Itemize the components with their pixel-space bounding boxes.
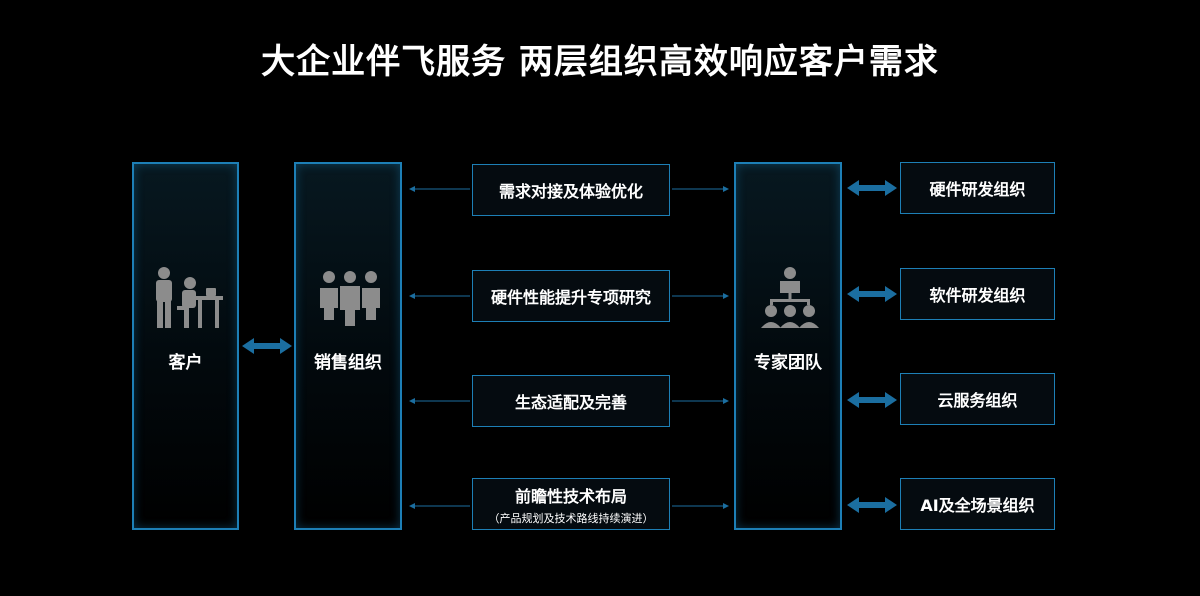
middle-box-demand: 需求对接及体验优化 bbox=[472, 164, 670, 216]
customer-label: 客户 bbox=[168, 353, 203, 373]
middle-box-label: 前瞻性技术布局 bbox=[514, 486, 627, 506]
middle-box-ecosystem: 生态适配及完善 bbox=[472, 375, 670, 427]
middle-box-label: 硬件性能提升专项研究 bbox=[490, 288, 651, 307]
org-box-hardware: 硬件研发组织 bbox=[900, 162, 1055, 214]
middle-box-forward-tech: 前瞻性技术布局 （产品规划及技术路线持续演进） bbox=[472, 478, 670, 530]
experts-label: 专家团队 bbox=[754, 353, 822, 373]
middle-box-hardware-research: 硬件性能提升专项研究 bbox=[472, 270, 670, 322]
team-icon bbox=[320, 271, 380, 326]
org-box-label: 软件研发组织 bbox=[929, 286, 1026, 305]
middle-box-label: 生态适配及完善 bbox=[514, 393, 627, 412]
middle-box-label: 需求对接及体验优化 bbox=[498, 182, 643, 201]
org-box-label: 云服务组织 bbox=[937, 391, 1018, 410]
org-box-label: 硬件研发组织 bbox=[929, 180, 1026, 199]
double-arrow-org-2 bbox=[847, 286, 897, 302]
expert-team-icon bbox=[761, 267, 819, 328]
sales-panel: 销售组织 bbox=[294, 162, 402, 530]
double-arrow-org-1 bbox=[847, 180, 897, 196]
org-box-cloud: 云服务组织 bbox=[900, 373, 1055, 425]
experts-panel: 专家团队 bbox=[734, 162, 842, 530]
double-arrow-customer-sales bbox=[242, 338, 292, 354]
customer-panel: 客户 bbox=[132, 162, 239, 530]
sales-label: 销售组织 bbox=[314, 353, 382, 373]
middle-box-sublabel: （产品规划及技术路线持续演进） bbox=[488, 511, 654, 525]
page-title: 大企业伴飞服务 两层组织高效响应客户需求 bbox=[261, 42, 939, 82]
org-box-label: AI及全场景组织 bbox=[920, 496, 1035, 515]
double-arrow-org-3 bbox=[847, 392, 897, 408]
org-box-ai: AI及全场景组织 bbox=[900, 478, 1055, 530]
org-box-software: 软件研发组织 bbox=[900, 268, 1055, 320]
double-arrow-org-4 bbox=[847, 497, 897, 513]
customer-service-icon bbox=[156, 267, 223, 328]
